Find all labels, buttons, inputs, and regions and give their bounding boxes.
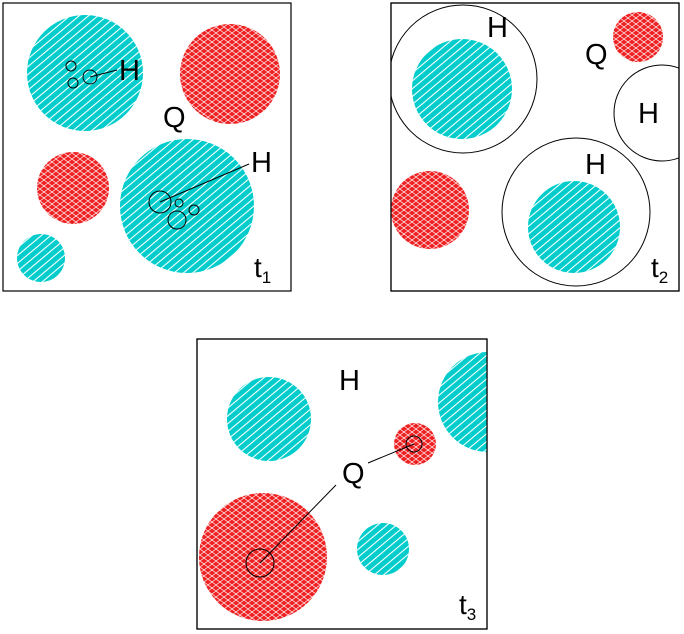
cyan-domain xyxy=(438,352,487,452)
cyan-domain xyxy=(27,15,143,131)
cyan-domain xyxy=(357,523,409,575)
label-H: H xyxy=(251,147,272,179)
bubble-large xyxy=(613,64,679,162)
label-H: H xyxy=(339,365,360,397)
panel-t3: H Q t3 xyxy=(196,338,488,630)
pointer-line xyxy=(159,163,250,203)
red-domain xyxy=(37,152,109,224)
cyan-domain xyxy=(528,181,620,273)
bubble xyxy=(167,210,187,230)
bubble xyxy=(65,60,77,72)
red-domain xyxy=(613,12,663,62)
bubble xyxy=(67,77,79,89)
label-H: H xyxy=(119,55,140,87)
bubble xyxy=(405,435,423,453)
label-Q: Q xyxy=(342,458,365,490)
time-label-t1: t1 xyxy=(254,252,271,287)
panel-t2-border xyxy=(390,2,680,292)
cyan-domain xyxy=(17,234,65,282)
red-domain xyxy=(394,423,436,465)
red-domain xyxy=(391,171,469,249)
pointer-line xyxy=(367,443,415,464)
pointer-line xyxy=(259,484,337,564)
pointer-line xyxy=(89,69,118,78)
label-Q: Q xyxy=(585,39,608,71)
panel-t1: H Q H t1 xyxy=(2,2,292,292)
time-label-t3: t3 xyxy=(459,589,476,624)
bubble xyxy=(148,190,172,214)
red-domain xyxy=(180,24,280,124)
red-domain xyxy=(199,493,327,621)
panel-t3-border xyxy=(196,338,488,630)
label-H: H xyxy=(487,12,508,44)
bubble xyxy=(245,548,275,578)
cyan-domain xyxy=(227,377,311,461)
panel-t2: H Q H H t2 xyxy=(390,2,680,292)
bubble xyxy=(82,69,98,85)
cyan-domain xyxy=(412,39,512,139)
bubble-large xyxy=(391,4,538,154)
bubble xyxy=(188,204,200,216)
label-Q: Q xyxy=(163,102,186,134)
bubble xyxy=(174,198,184,208)
label-H: H xyxy=(585,149,606,181)
time-label-t2: t2 xyxy=(651,252,668,287)
cyan-domain xyxy=(120,139,254,273)
bubble-large xyxy=(501,137,651,287)
label-H: H xyxy=(638,98,659,130)
